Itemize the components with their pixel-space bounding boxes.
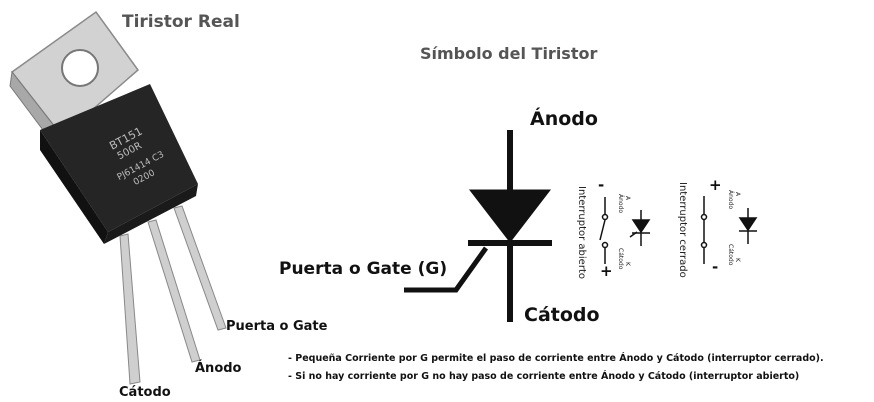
thyristor-photo bbox=[9, 10, 227, 385]
switch-closed-cathode-word: Cátodo bbox=[727, 244, 734, 266]
note-closed-switch: - Pequeña Corriente por G permite el pas… bbox=[288, 353, 824, 364]
thyristor-symbol bbox=[404, 130, 552, 322]
gate-lead bbox=[404, 246, 489, 293]
switch-open-label: Interruptor abierto bbox=[576, 186, 587, 279]
symbol-cathode-label: Cátodo bbox=[524, 304, 600, 326]
switch-closed-anode-a: A bbox=[734, 192, 741, 197]
symbol-anode-label: Ánodo bbox=[530, 108, 598, 130]
switch-open-cathode-word: Cátodo bbox=[617, 248, 624, 270]
switch-open-minus: - bbox=[598, 176, 605, 194]
pin-anode-label: Ánodo bbox=[195, 361, 242, 376]
symbol-title: Símbolo del Tiristor bbox=[420, 44, 598, 63]
real-thyristor-title: Tiristor Real bbox=[122, 12, 240, 32]
switch-closed-label: Interruptor cerrado bbox=[677, 182, 688, 278]
diode-triangle bbox=[468, 189, 552, 243]
switch-open-anode-a: A bbox=[624, 196, 631, 201]
switch-closed-cathode-k: K bbox=[734, 258, 741, 262]
switch-open-cathode-k: K bbox=[624, 262, 631, 266]
switch-closed-minus: - bbox=[712, 258, 719, 276]
switch-open-plus: + bbox=[600, 262, 613, 280]
switch-open-diagram bbox=[599, 197, 651, 264]
switch-closed-diagram bbox=[700, 196, 758, 264]
note-open-switch: - Si no hay corriente por G no hay paso … bbox=[288, 371, 800, 382]
switch-open-anode-word: Ánodo bbox=[617, 194, 624, 214]
switch-closed-plus: + bbox=[709, 176, 722, 194]
pin-gate-label: Puerta o Gate bbox=[226, 319, 328, 334]
switch-closed-anode-word: Ánodo bbox=[727, 190, 734, 210]
symbol-gate-label: Puerta o Gate (G) bbox=[279, 259, 448, 279]
pin-cathode-label: Cátodo bbox=[119, 385, 171, 400]
